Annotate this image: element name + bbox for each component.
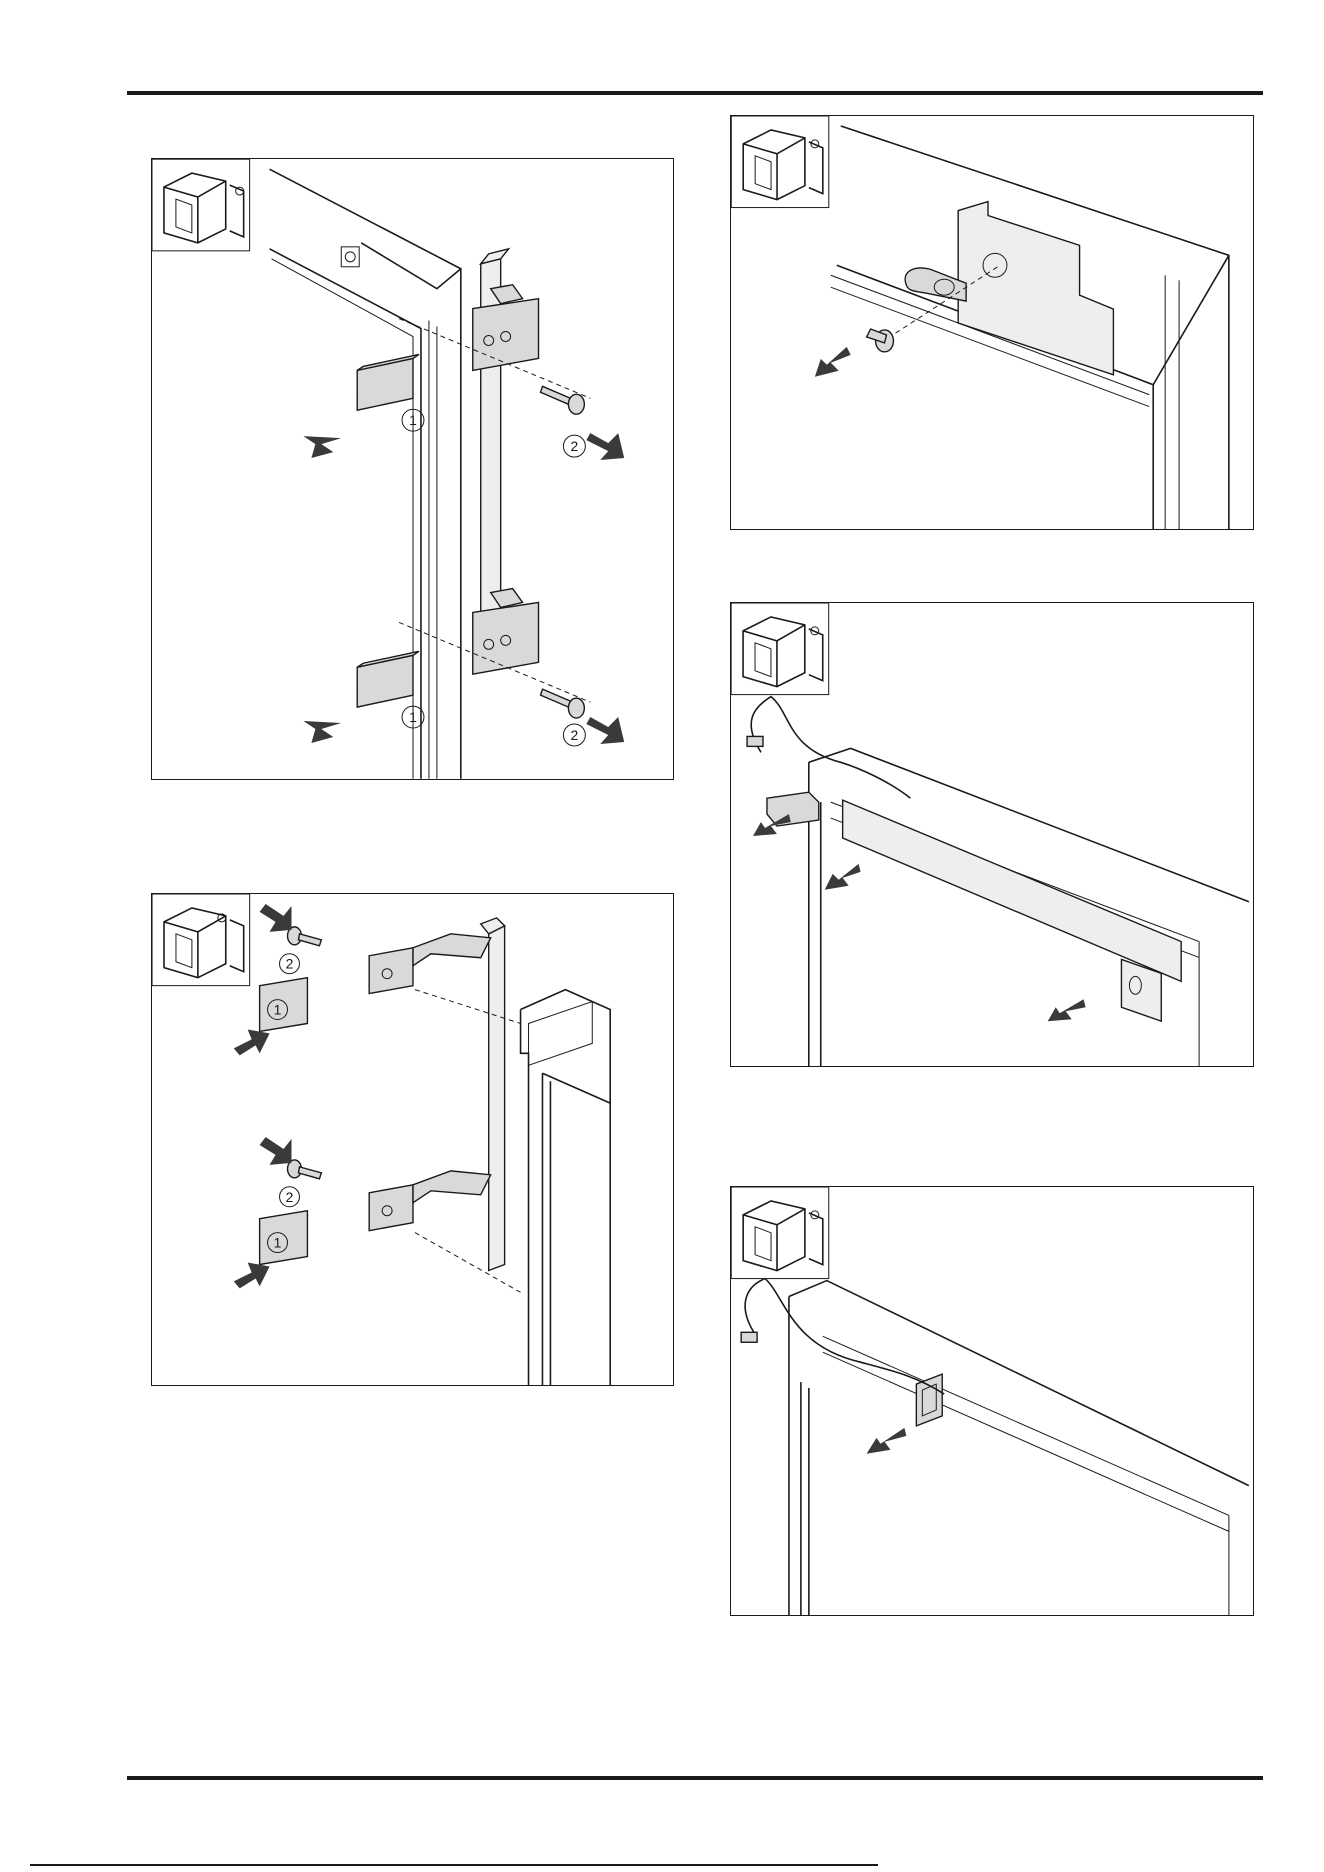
svg-text:2: 2 — [286, 1189, 294, 1205]
figure-disconnect-module — [730, 1186, 1254, 1616]
arrow-icon — [303, 721, 341, 743]
svg-text:2: 2 — [286, 956, 294, 972]
footnote-rule — [30, 1864, 878, 1866]
callout-2: 2 — [563, 724, 585, 746]
screw-icon — [867, 329, 894, 352]
arrow-icon — [260, 1137, 292, 1165]
svg-text:1: 1 — [274, 1235, 282, 1251]
figure-remove-cover-drawing — [731, 603, 1253, 1066]
screw-icon — [288, 927, 322, 946]
arrow-icon — [867, 1428, 907, 1454]
arrow-icon — [234, 1029, 270, 1055]
figure-mount-handle: 2 1 2 1 — [151, 893, 674, 1386]
arrow-icon — [586, 717, 624, 744]
callout-2: 2 — [563, 435, 585, 457]
svg-text:2: 2 — [570, 438, 578, 454]
arrow-icon — [234, 1262, 270, 1288]
footer-rule — [127, 1776, 1263, 1780]
figure-remove-handle: 1 2 1 2 — [151, 158, 674, 780]
header-rule — [127, 91, 1263, 95]
callout-2: 2 — [280, 1187, 300, 1207]
appliance-cabinet-icon — [152, 894, 250, 986]
screw-icon — [288, 1160, 322, 1179]
arrow-icon — [825, 864, 861, 890]
svg-text:1: 1 — [274, 1002, 282, 1018]
figure-remove-bracket-drawing — [731, 116, 1253, 529]
figure-remove-cover — [730, 602, 1254, 1067]
arrow-icon — [1048, 999, 1086, 1021]
figure-remove-bracket — [730, 115, 1254, 530]
figure-mount-handle-drawing: 2 1 2 1 — [152, 894, 673, 1385]
arrow-icon — [260, 904, 292, 932]
figure-disconnect-module-drawing — [731, 1187, 1253, 1615]
figure-remove-handle-drawing: 1 2 1 2 — [152, 159, 673, 779]
svg-text:2: 2 — [570, 727, 578, 743]
arrow-icon — [815, 347, 851, 377]
screw-icon — [541, 689, 585, 718]
arrow-icon — [303, 436, 341, 458]
appliance-cabinet-icon — [152, 159, 250, 251]
svg-text:1: 1 — [409, 709, 417, 725]
callout-2: 2 — [280, 954, 300, 974]
appliance-cabinet-icon — [731, 116, 829, 208]
svg-text:1: 1 — [409, 412, 417, 428]
appliance-cabinet-icon — [731, 1187, 829, 1279]
appliance-cabinet-icon — [731, 603, 829, 695]
screw-icon — [541, 386, 585, 414]
arrow-icon — [586, 433, 624, 460]
